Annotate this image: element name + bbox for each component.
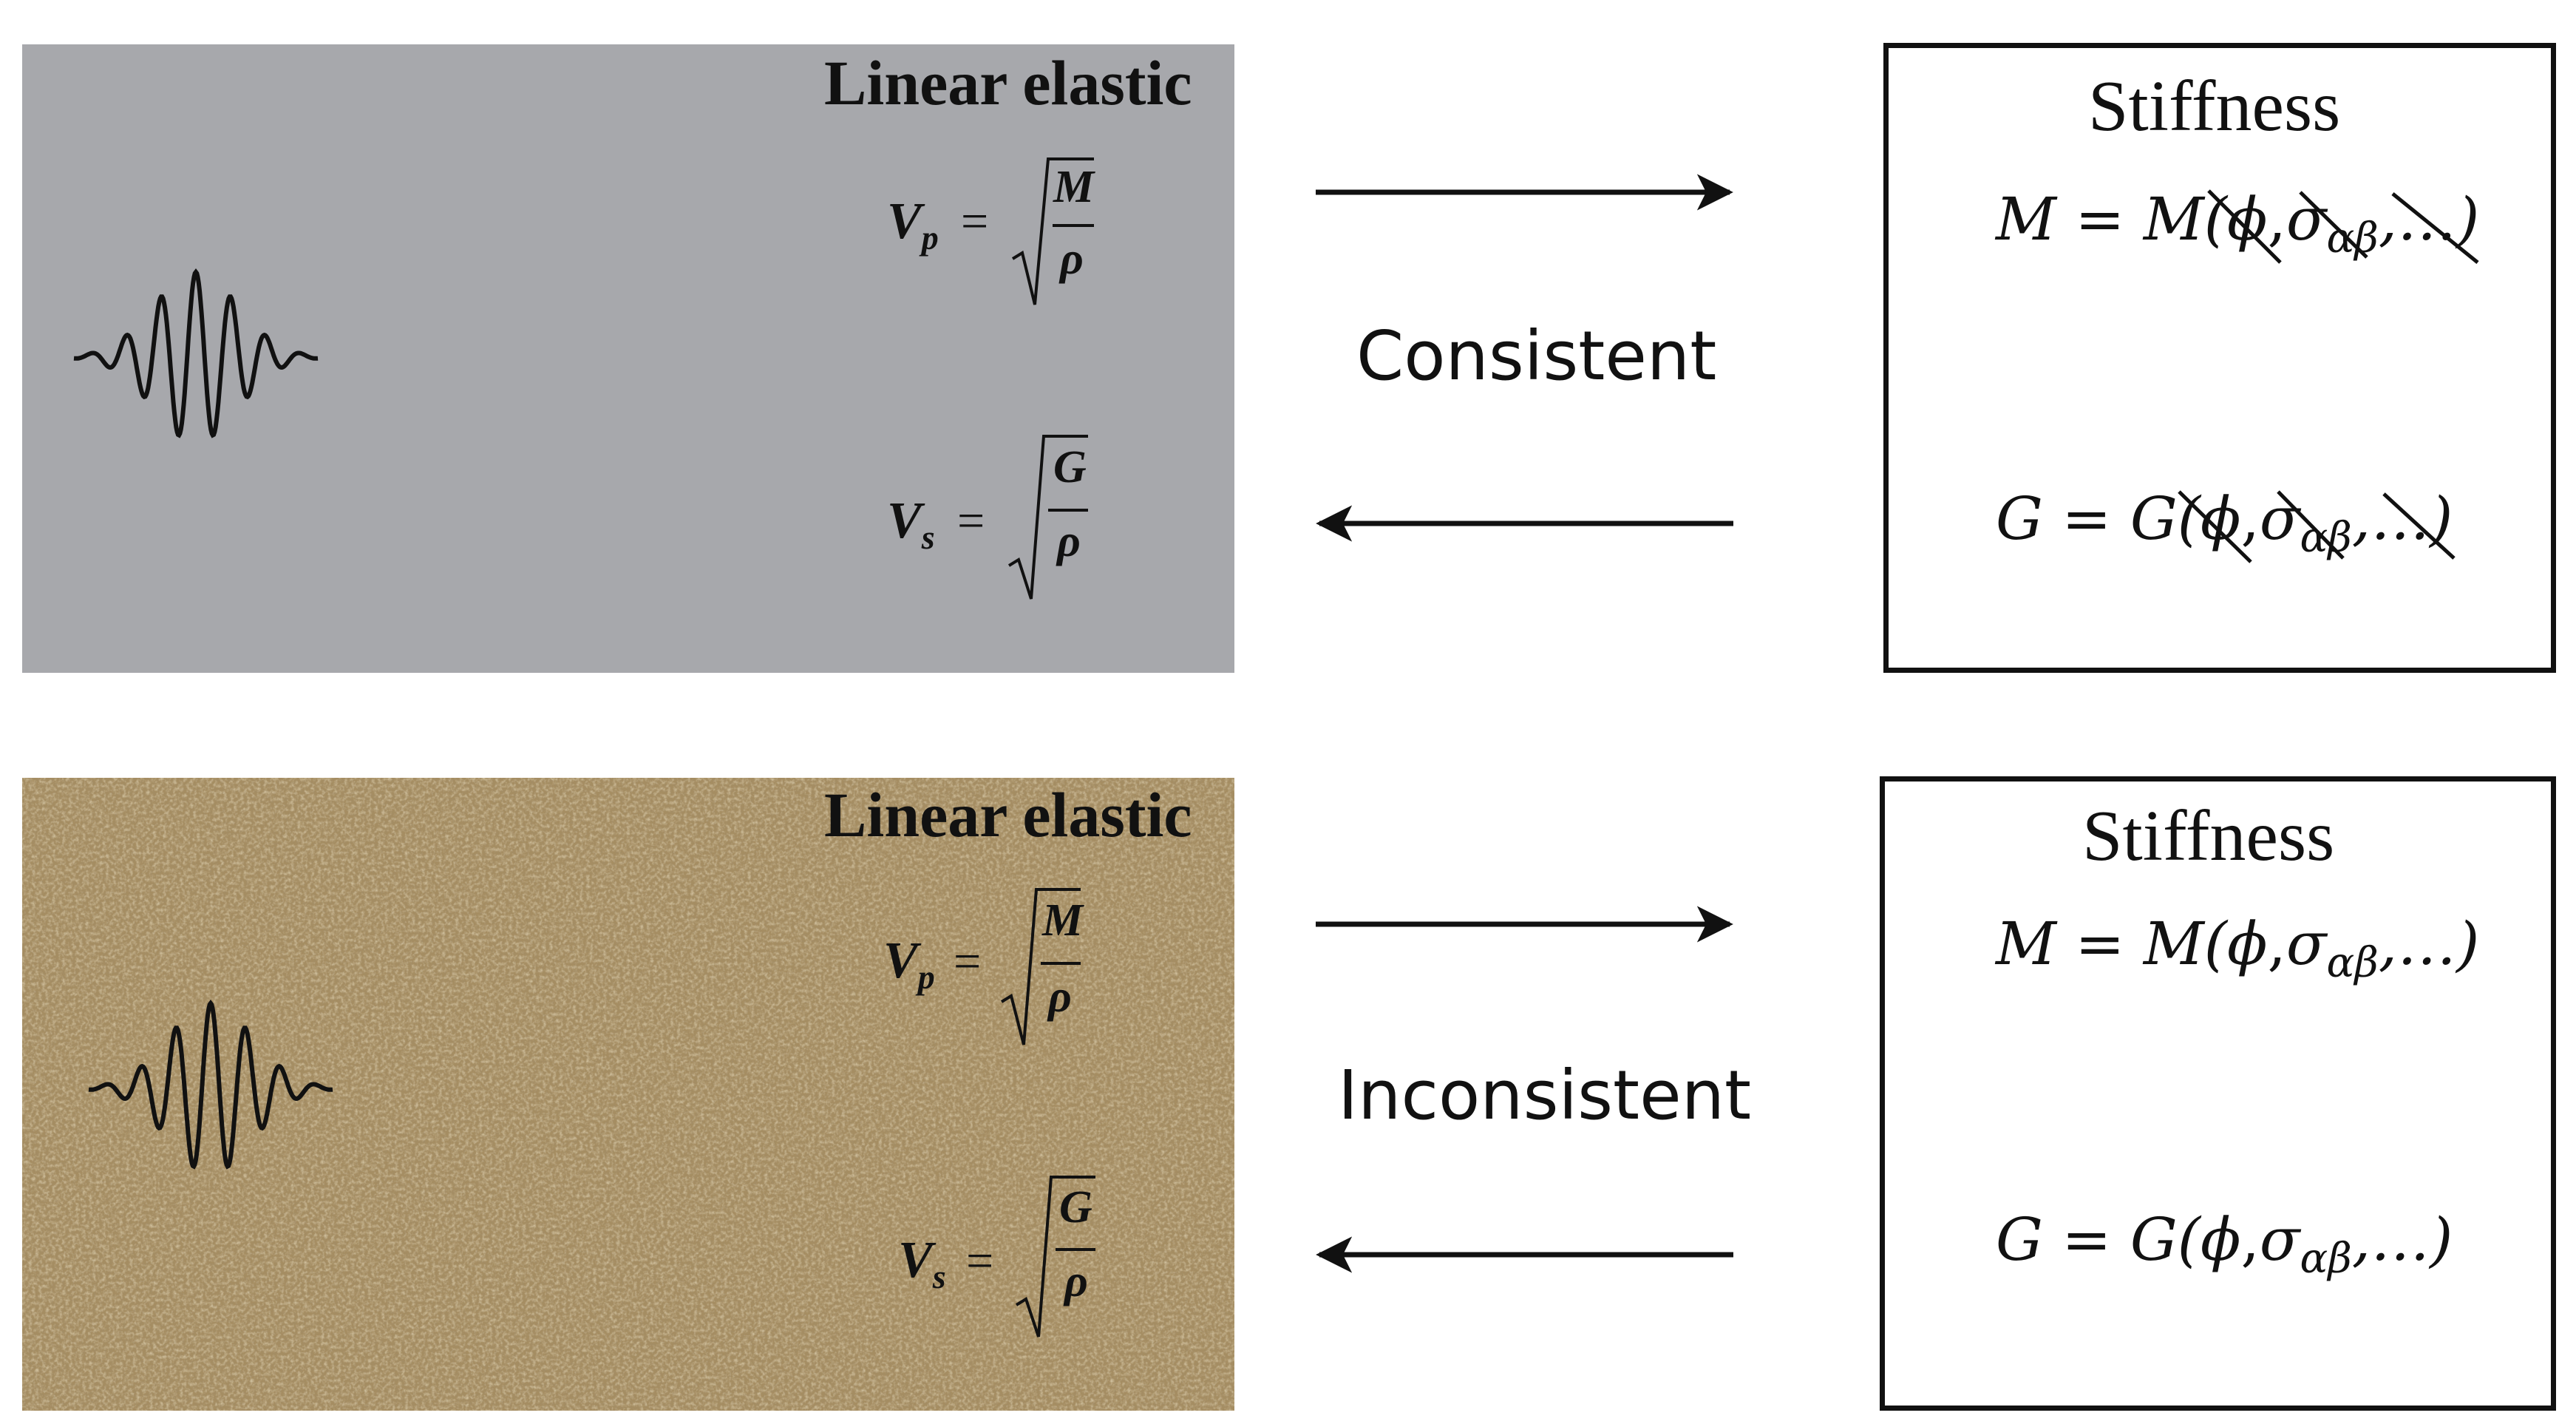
vp-lhs: Vp <box>887 193 939 257</box>
inconsistent-label: Inconsistent <box>1331 1056 1759 1135</box>
bottom-panel-title: Linear elastic <box>824 779 1192 850</box>
square-root-icon <box>1011 157 1094 305</box>
vp-denominator: ρ <box>1060 234 1084 284</box>
consistent-label: Consistent <box>1349 316 1724 396</box>
sigma-symbol: σ <box>2286 909 2327 978</box>
square-root-icon <box>1000 888 1081 1045</box>
vs-numerator: G <box>1059 1182 1092 1233</box>
vs-lhs: Vs <box>887 492 935 556</box>
top-m-equation: M = M(ϕ,σαβ,…) <box>1996 185 2480 262</box>
bottom-g-equation: G = G(ϕ,σαβ,…) <box>1996 1205 2453 1283</box>
top-vp-formula: Vp = M ρ <box>887 148 1109 318</box>
linear-elastic-granular-panel <box>22 778 1234 1411</box>
equals-sign: = <box>954 935 982 989</box>
bottom-stiffness-title: Stiffness <box>2082 796 2335 876</box>
phi-symbol: ϕ <box>2200 1205 2241 1274</box>
equals-sign: = <box>966 1234 994 1288</box>
top-panel-title: Linear elastic <box>824 47 1192 118</box>
phi-symbol: ϕ <box>2226 185 2268 254</box>
bottom-stiffness-box <box>1880 776 2556 1411</box>
bottom-vs-formula: Vs = G ρ <box>898 1168 1120 1338</box>
phi-symbol: ϕ <box>2226 909 2268 978</box>
bottom-m-equation: M = M(ϕ,σαβ,…) <box>1996 909 2480 987</box>
top-g-equation: G = G(ϕ,σαβ,…) <box>1996 484 2453 562</box>
square-root-icon <box>1007 435 1088 600</box>
top-stiffness-box <box>1883 43 2556 673</box>
vp-numerator: M <box>1053 162 1095 212</box>
vp-lhs: Vp <box>883 932 935 996</box>
vp-denominator: ρ <box>1048 972 1072 1022</box>
sigma-symbol: σ <box>2259 484 2300 553</box>
vp-numerator: M <box>1042 895 1084 946</box>
phi-symbol: ϕ <box>2200 484 2241 553</box>
vs-denominator: ρ <box>1057 516 1081 566</box>
vs-lhs: Vs <box>898 1232 946 1295</box>
sigma-symbol: σ <box>2259 1205 2300 1274</box>
top-stiffness-title: Stiffness <box>2088 67 2341 146</box>
top-vs-formula: Vs = G ρ <box>887 433 1109 603</box>
equals-sign: = <box>957 494 985 548</box>
vs-denominator: ρ <box>1064 1256 1088 1306</box>
equals-sign: = <box>961 194 989 248</box>
vs-numerator: G <box>1053 442 1087 492</box>
square-root-icon <box>1015 1176 1095 1337</box>
sigma-symbol: σ <box>2286 185 2327 254</box>
bottom-vp-formula: Vp = M ρ <box>880 884 1101 1054</box>
